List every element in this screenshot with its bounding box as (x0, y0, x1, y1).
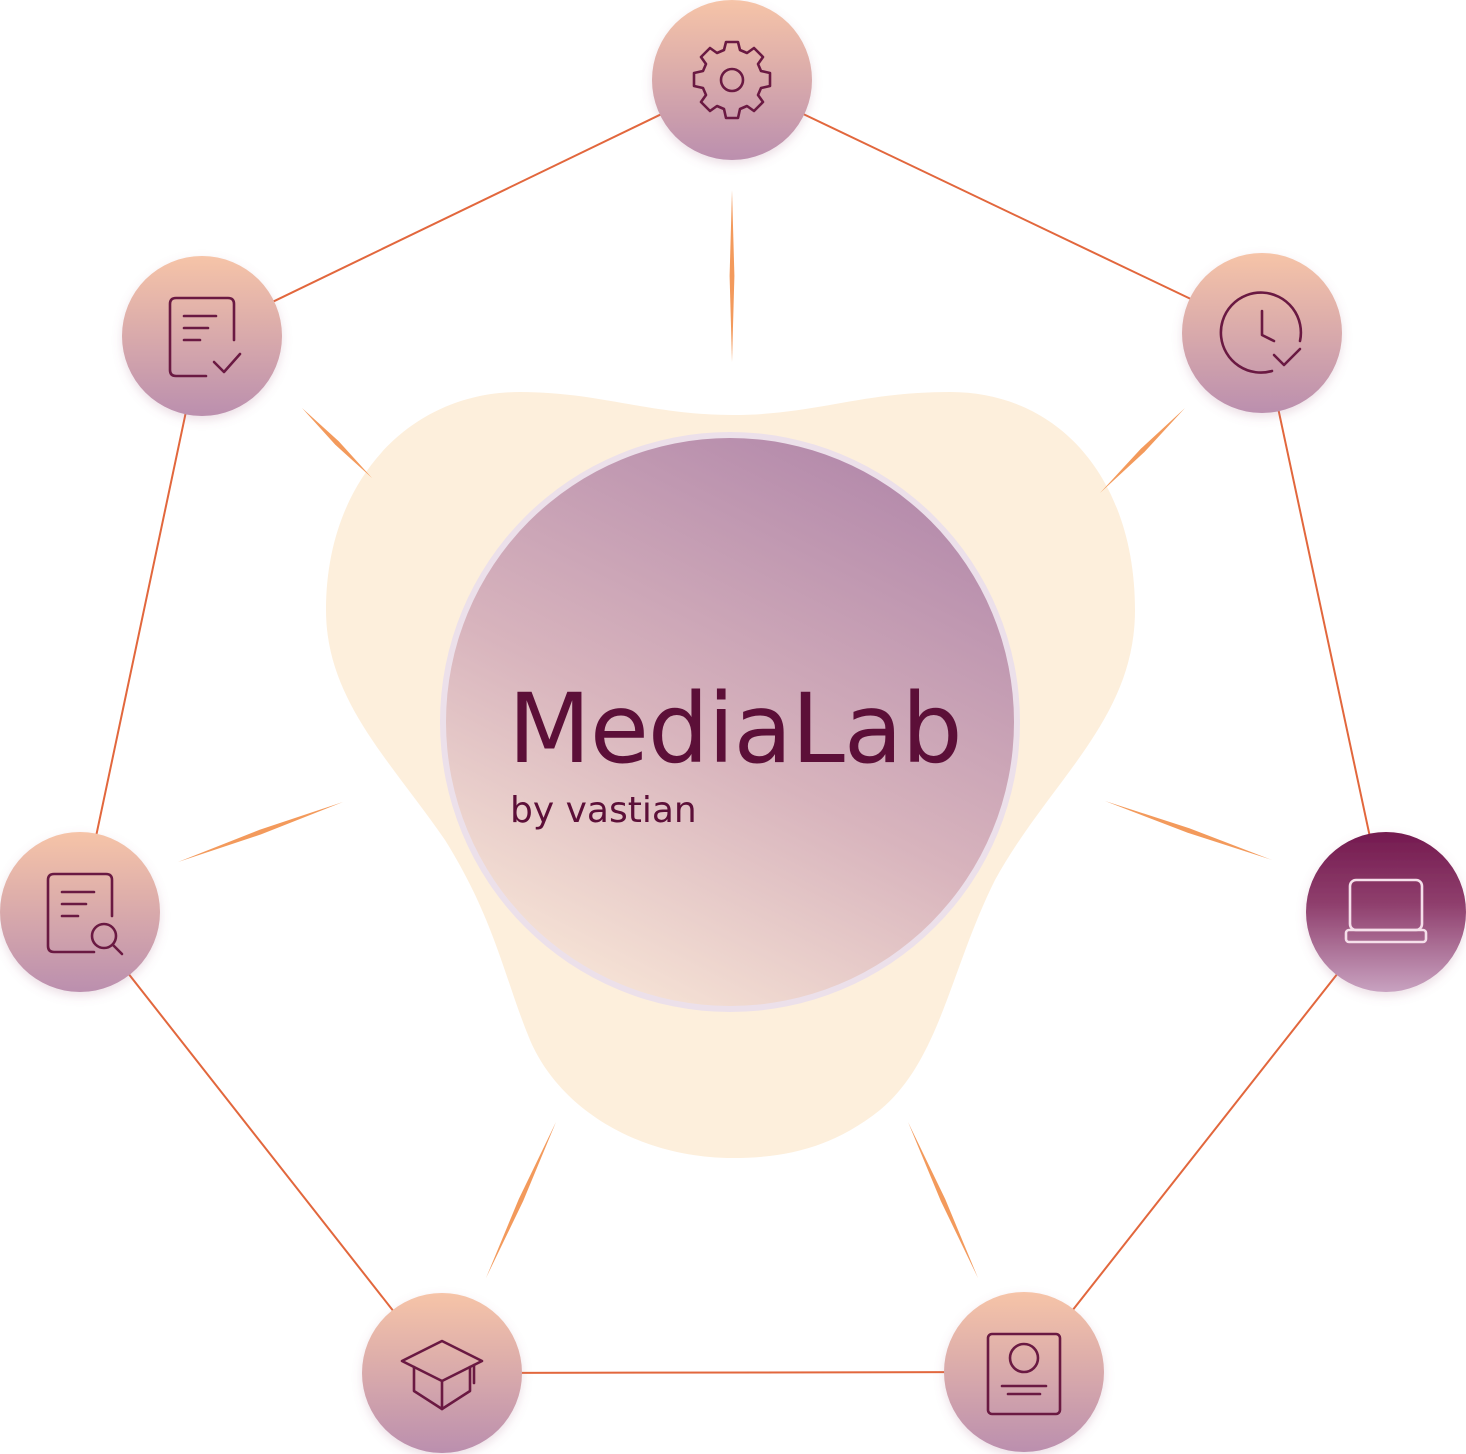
node-gear[interactable] (652, 0, 812, 160)
brand-subtitle: by vastian (510, 790, 697, 831)
network-spokes (178, 190, 1272, 1278)
network-spoke (486, 1122, 556, 1278)
network-spoke (178, 802, 343, 862)
node-document-check[interactable] (122, 256, 282, 416)
gear-icon (692, 40, 772, 120)
node-clock-check[interactable] (1182, 253, 1342, 413)
clock-check-icon (1219, 291, 1303, 374)
network-spoke (1105, 801, 1272, 860)
network-edge (1070, 971, 1340, 1313)
network-edge (126, 971, 396, 1314)
network-edge (1276, 407, 1372, 838)
network-edge (94, 410, 188, 838)
network-edge (517, 1371, 949, 1374)
center-hub: MediaLab by vastian (440, 432, 1020, 1012)
network-edges (94, 111, 1372, 1374)
network-edge (800, 111, 1194, 302)
network-spoke (908, 1122, 978, 1278)
laptop-icon (1344, 878, 1428, 944)
network-spoke (1100, 408, 1185, 493)
node-id-card[interactable] (944, 1292, 1104, 1452)
document-search-icon (46, 872, 124, 956)
id-card-icon (986, 1332, 1062, 1416)
network-edge (269, 112, 665, 304)
document-check-icon (168, 296, 242, 378)
node-graduation-cap[interactable] (362, 1293, 522, 1453)
brand-title: MediaLab (508, 673, 962, 785)
graduation-cap-icon (400, 1339, 484, 1411)
node-laptop[interactable] (1306, 832, 1466, 992)
network-spoke (302, 408, 372, 478)
network-spoke (729, 190, 735, 362)
node-document-search[interactable] (0, 832, 160, 992)
